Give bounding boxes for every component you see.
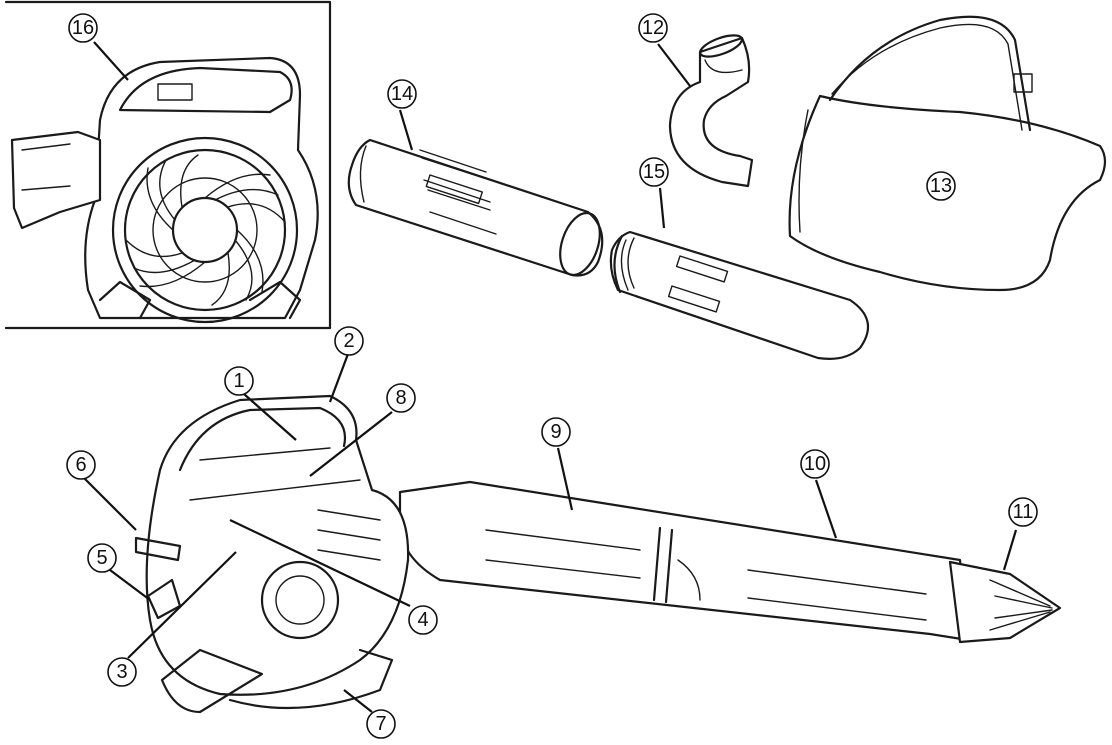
callout-12-label: 12 bbox=[642, 17, 664, 39]
callout-14-label: 14 bbox=[391, 83, 413, 105]
callout-7: 7 bbox=[366, 709, 396, 739]
callout-3: 3 bbox=[107, 657, 137, 687]
callout-13-label: 13 bbox=[930, 175, 952, 197]
inset-rear-view bbox=[4, 0, 332, 330]
callout-15-label: 15 bbox=[643, 161, 665, 183]
callout-9: 9 bbox=[541, 417, 571, 447]
callout-4: 4 bbox=[408, 605, 438, 635]
callout-6: 6 bbox=[66, 450, 96, 480]
vacuum-tube-14 bbox=[347, 138, 604, 277]
callout-8: 8 bbox=[386, 383, 416, 413]
vacuum-nozzle-15 bbox=[609, 230, 870, 360]
callout-5-label: 5 bbox=[96, 547, 107, 569]
callout-3-label: 3 bbox=[116, 661, 127, 683]
leader-lines bbox=[83, 41, 1018, 713]
callout-12: 12 bbox=[638, 13, 668, 43]
callout-4-label: 4 bbox=[417, 609, 428, 631]
callout-16-label: 16 bbox=[72, 17, 94, 39]
callout-6-label: 6 bbox=[75, 454, 86, 476]
callout-1-label: 1 bbox=[233, 370, 244, 392]
callout-5: 5 bbox=[87, 543, 117, 573]
callout-2-label: 2 bbox=[343, 330, 354, 352]
callout-13: 13 bbox=[926, 171, 956, 201]
callout-10-label: 10 bbox=[804, 453, 826, 475]
callout-14: 14 bbox=[387, 79, 417, 109]
callout-16: 16 bbox=[68, 13, 98, 43]
callout-1: 1 bbox=[224, 366, 254, 396]
callout-10: 10 bbox=[800, 449, 830, 479]
callout-11: 11 bbox=[1008, 497, 1038, 527]
blower-assembly bbox=[134, 394, 1062, 714]
callout-7-label: 7 bbox=[375, 713, 386, 735]
elbow-adapter-12 bbox=[668, 34, 754, 188]
callout-15: 15 bbox=[639, 157, 669, 187]
callout-2: 2 bbox=[334, 326, 364, 356]
collection-bag-13 bbox=[788, 15, 1107, 292]
callout-9-label: 9 bbox=[550, 421, 561, 443]
callout-11-label: 11 bbox=[1013, 501, 1034, 523]
callout-8-label: 8 bbox=[395, 387, 406, 409]
